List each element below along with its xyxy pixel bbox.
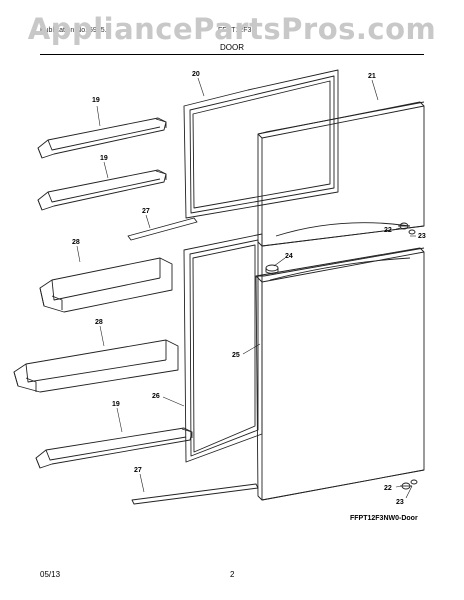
callout-23-b: 23 [396, 499, 404, 506]
callout-21: 21 [368, 73, 376, 80]
door-bin-28-lower [13, 339, 179, 393]
leader-lines [76, 77, 416, 499]
callout-22-a: 22 [384, 227, 392, 234]
freezer-door-21 [257, 101, 425, 247]
footer-page-number: 2 [230, 570, 235, 579]
callout-26: 26 [152, 393, 160, 400]
door-shelf-19-middle [37, 169, 167, 211]
callout-28-a: 28 [72, 239, 80, 246]
callout-24: 24 [285, 253, 293, 260]
watermark: AppliancePartsPros.com [27, 12, 437, 46]
figure-id: FFPT12F3NW0-Door [350, 515, 418, 522]
header-divider [40, 54, 424, 55]
fresh-food-door-25 [255, 247, 425, 501]
screw-23-upper [408, 229, 416, 235]
callout-22-b: 22 [384, 485, 392, 492]
door-bin-28-upper [39, 257, 173, 313]
callout-25: 25 [232, 352, 240, 359]
header-publication-text: Publication No. 5995... [40, 27, 111, 34]
hinge-22-upper [398, 222, 410, 230]
callout-19-b: 19 [100, 155, 108, 162]
callout-27-b: 27 [134, 467, 142, 474]
callout-28-b: 28 [95, 319, 103, 326]
door-shelf-19-bottom [35, 427, 193, 469]
footer-date: 05/13 [40, 570, 61, 579]
section-title: DOOR [220, 43, 244, 52]
callout-20: 20 [192, 71, 200, 78]
callout-19-c: 19 [112, 401, 120, 408]
freezer-door-gasket-20 [183, 69, 339, 219]
fresh-food-door-gasket-26 [183, 233, 263, 463]
screw-23-lower [410, 479, 418, 485]
callout-23-a: 23 [418, 233, 426, 240]
header-model-text: FFPT12F3N [218, 27, 257, 34]
callout-19-a: 19 [92, 97, 100, 104]
callout-27-a: 27 [142, 208, 150, 215]
door-trim-27-lower [131, 483, 259, 505]
door-shelf-19-top [37, 117, 167, 159]
door-trim-27-upper [127, 217, 198, 241]
